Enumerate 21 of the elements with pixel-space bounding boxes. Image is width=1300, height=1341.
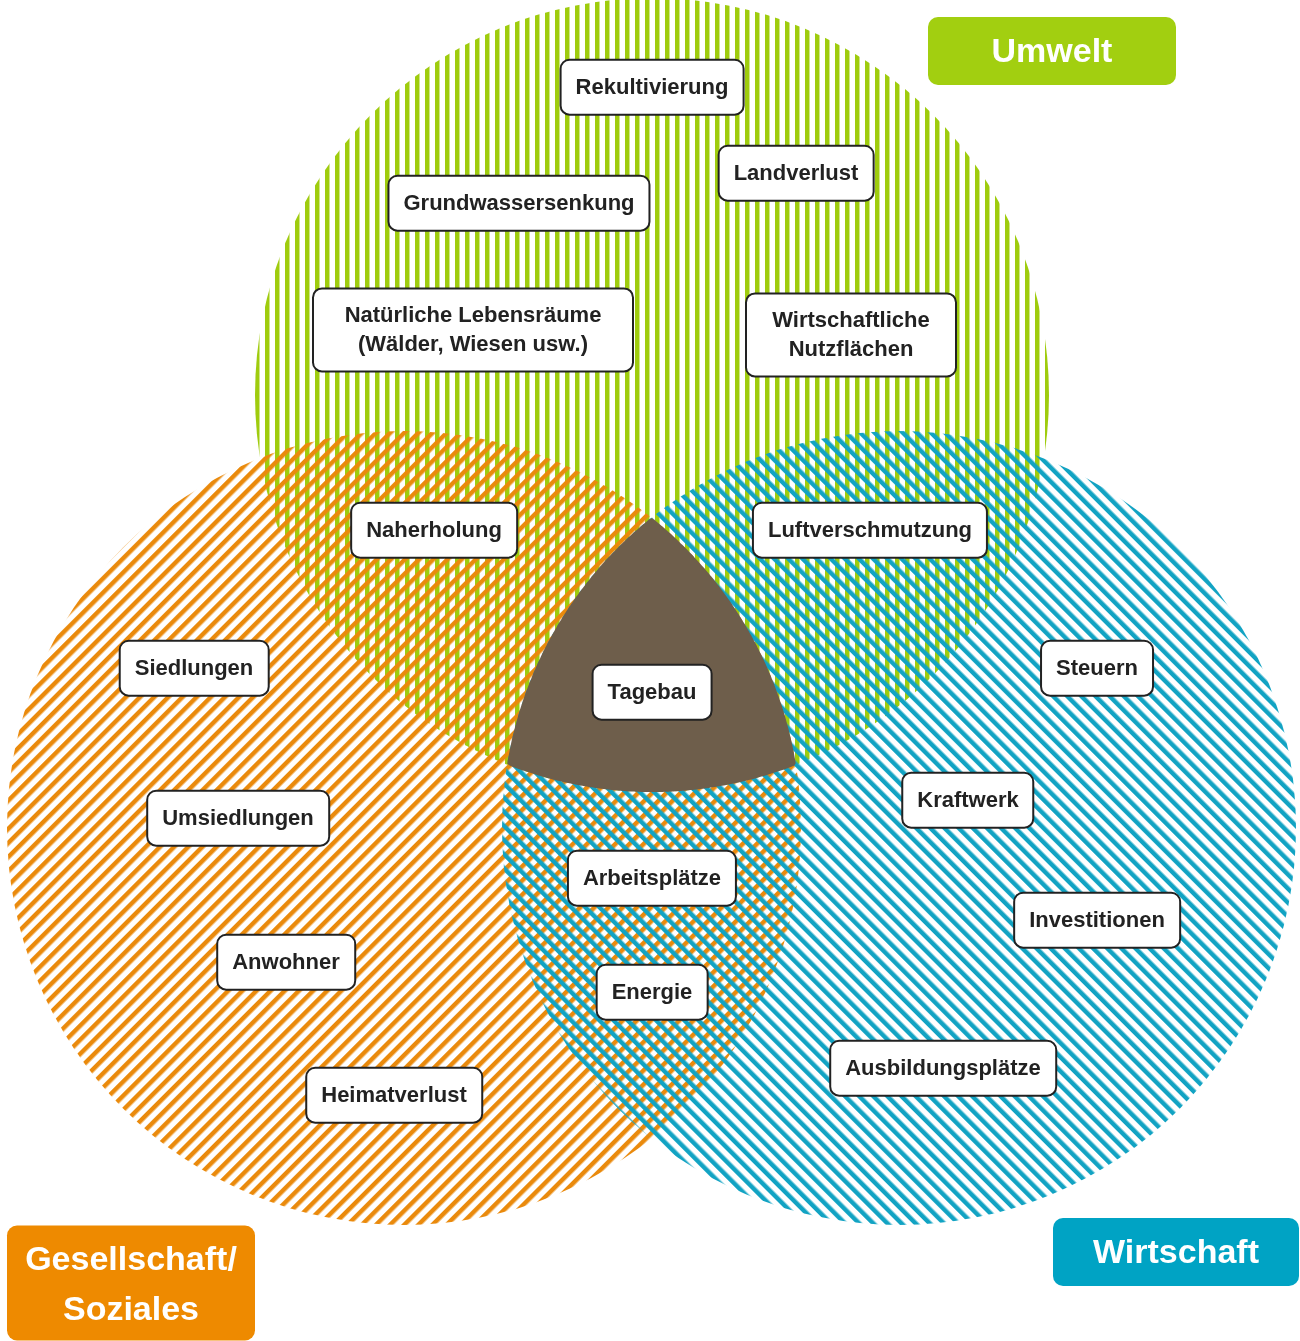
- topic-label: Siedlungen: [118, 639, 270, 697]
- topic-label: Grundwassersenkung: [387, 174, 651, 232]
- topic-label: Rekultivierung: [559, 58, 745, 116]
- topic-label: Ausbildungsplätze: [829, 1039, 1057, 1097]
- category-label: Gesellschaft/ Soziales: [7, 1225, 255, 1341]
- topic-label: Naherholung: [350, 501, 518, 559]
- topic-label: Natürliche Lebensräume (Wälder, Wiesen usw.): [312, 287, 634, 373]
- topic-label: Anwohner: [216, 933, 356, 991]
- topic-label: Arbeitsplätze: [566, 849, 738, 907]
- topic-label: Luftverschmutzung: [751, 501, 989, 559]
- topic-label: Kraftwerk: [901, 771, 1035, 829]
- topic-label: Investitionen: [1013, 891, 1181, 949]
- topic-label: Heimatverlust: [305, 1066, 483, 1124]
- category-label: Umwelt: [928, 17, 1176, 85]
- topic-label: Wirtschaftliche Nutzflächen: [745, 292, 957, 378]
- topic-label: Steuern: [1040, 639, 1154, 697]
- topic-label: Energie: [595, 963, 709, 1021]
- topic-label: Tagebau: [591, 663, 713, 721]
- topic-label: Landverlust: [717, 144, 875, 202]
- topic-label: Umsiedlungen: [146, 789, 330, 847]
- category-label: Wirtschaft: [1053, 1218, 1299, 1286]
